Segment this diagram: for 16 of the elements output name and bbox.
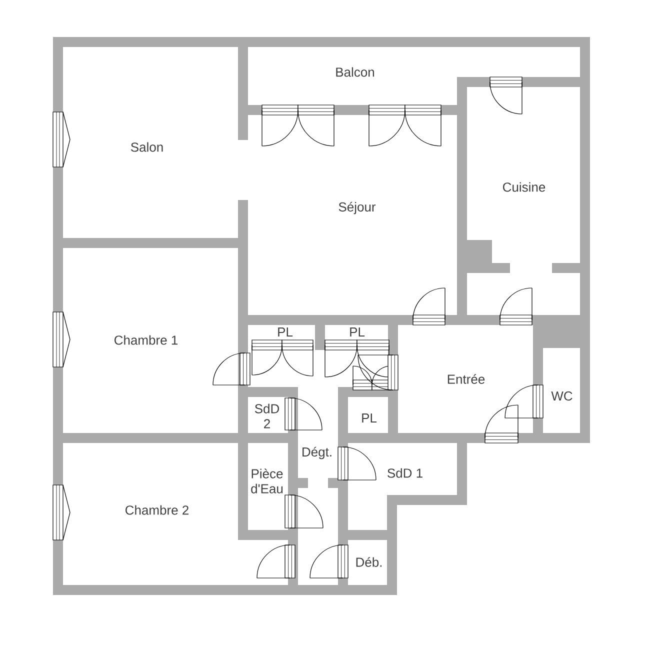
room-label: PL xyxy=(278,328,293,336)
room-label: PL xyxy=(362,414,377,422)
room-label: Séjour xyxy=(338,202,376,214)
room-label: Entrée xyxy=(448,374,485,384)
room-label: Pièce d'Eau xyxy=(251,468,283,494)
room-label: Déb. xyxy=(356,557,382,567)
room-label: PL xyxy=(350,328,365,336)
room-label: Chambre 1 xyxy=(114,335,178,345)
room-label: SdD 1 xyxy=(388,468,422,478)
room-label: Chambre 2 xyxy=(126,505,188,515)
room-label: Balcon xyxy=(336,67,374,77)
room-label: Dégt. xyxy=(302,446,332,460)
room-label: Cuisine xyxy=(502,182,546,192)
room-label: SdD 2 xyxy=(254,404,280,428)
room-label: WC xyxy=(551,391,572,401)
room-label: Salon xyxy=(130,142,163,152)
